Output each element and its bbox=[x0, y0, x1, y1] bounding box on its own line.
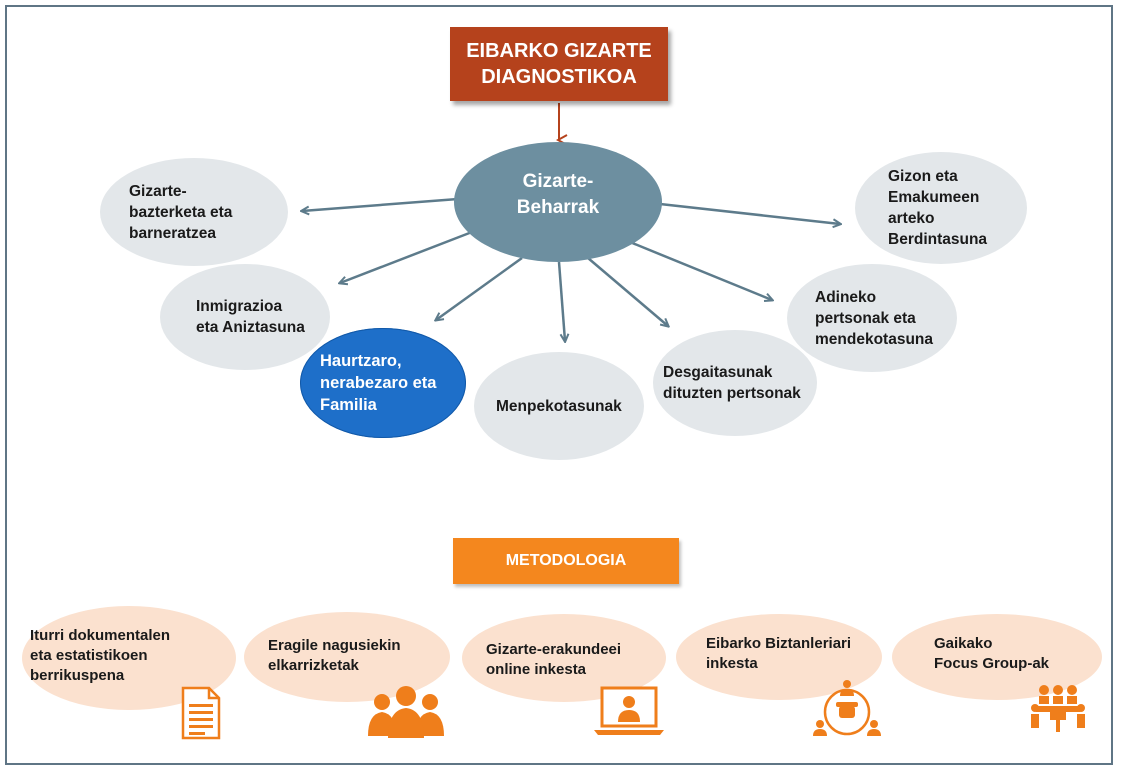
node-gizon-emakume-label: Gizon eta Emakumeen arteko Berdintasuna bbox=[888, 168, 988, 248]
methodology-title-text: METODOLOGIA bbox=[505, 552, 627, 569]
arrow-to-gizon-emakume bbox=[659, 202, 840, 224]
node-desgaitasunak: Desgaitasunak dituzten pertsonak bbox=[653, 330, 817, 436]
method-eragile: Eragile nagusiekin elkarrizketak bbox=[244, 612, 450, 702]
diagnostic-title-text: EIBARKO GIZARTE DIAGNOSTIKOA bbox=[466, 40, 652, 88]
method-biztanleria-label: Eibarko Biztanleriari inkesta bbox=[706, 635, 852, 672]
node-haurtzaro: Haurtzaro, nerabezaro eta Familia bbox=[300, 328, 466, 438]
node-desgaitasunak-label: Desgaitasunak dituzten pertsonak bbox=[663, 364, 801, 402]
arrow-to-menpekotasunak bbox=[557, 261, 565, 341]
arrow-to-gizarte-bazterketa bbox=[302, 197, 459, 211]
node-gizarte-bazterketa-label: Gizarte- bazterketa eta barneratzea bbox=[129, 182, 233, 242]
methodology-title: METODOLOGIA bbox=[453, 538, 679, 584]
arrow-to-inmigrazioa bbox=[340, 230, 473, 283]
connector-arrows bbox=[0, 103, 1122, 747]
node-inmigrazioa: Inmigrazioa eta Aniztasuna bbox=[160, 264, 330, 370]
node-haurtzaro-label: Haurtzaro, nerabezaro eta Familia bbox=[320, 352, 437, 414]
arrow-to-haurtzaro bbox=[436, 256, 523, 320]
node-inmigrazioa-label: Inmigrazioa eta Aniztasuna bbox=[196, 298, 305, 336]
node-gizon-emakume: Gizon eta Emakumeen arteko Berdintasuna bbox=[855, 152, 1027, 264]
people-group-icon bbox=[368, 686, 444, 738]
laptop-user-icon bbox=[594, 686, 664, 735]
diagnostic-title: EIBARKO GIZARTE DIAGNOSTIKOA bbox=[450, 27, 668, 101]
method-focus: Gaikako Focus Group-ak bbox=[892, 614, 1102, 700]
phone-survey-icon bbox=[813, 680, 881, 736]
arrow-to-desgaitasunak bbox=[587, 257, 668, 326]
method-iturri-label: Iturri dokumentalen eta estatistikoen be… bbox=[30, 627, 171, 684]
node-gizarte-beharrak-label: Gizarte- Beharrak bbox=[516, 171, 600, 218]
node-adineko-label: Adineko pertsonak eta mendekotasuna bbox=[815, 288, 934, 348]
node-gizarte-beharrak: Gizarte- Beharrak bbox=[454, 142, 662, 262]
node-adineko: Adineko pertsonak eta mendekotasuna bbox=[787, 264, 957, 372]
method-focus-label: Gaikako Focus Group-ak bbox=[934, 635, 1050, 672]
arrow-to-adineko bbox=[624, 238, 772, 300]
meeting-table-icon bbox=[1031, 685, 1085, 732]
node-menpekotasunak-label: Menpekotasunak bbox=[496, 397, 622, 415]
node-menpekotasunak: Menpekotasunak bbox=[474, 352, 644, 460]
method-eragile-label: Eragile nagusiekin elkarrizketak bbox=[268, 637, 401, 674]
document-icon bbox=[181, 686, 221, 740]
method-online-label: Gizarte-erakundeei online inkesta bbox=[486, 641, 622, 678]
node-gizarte-bazterketa: Gizarte- bazterketa eta barneratzea bbox=[100, 158, 288, 266]
